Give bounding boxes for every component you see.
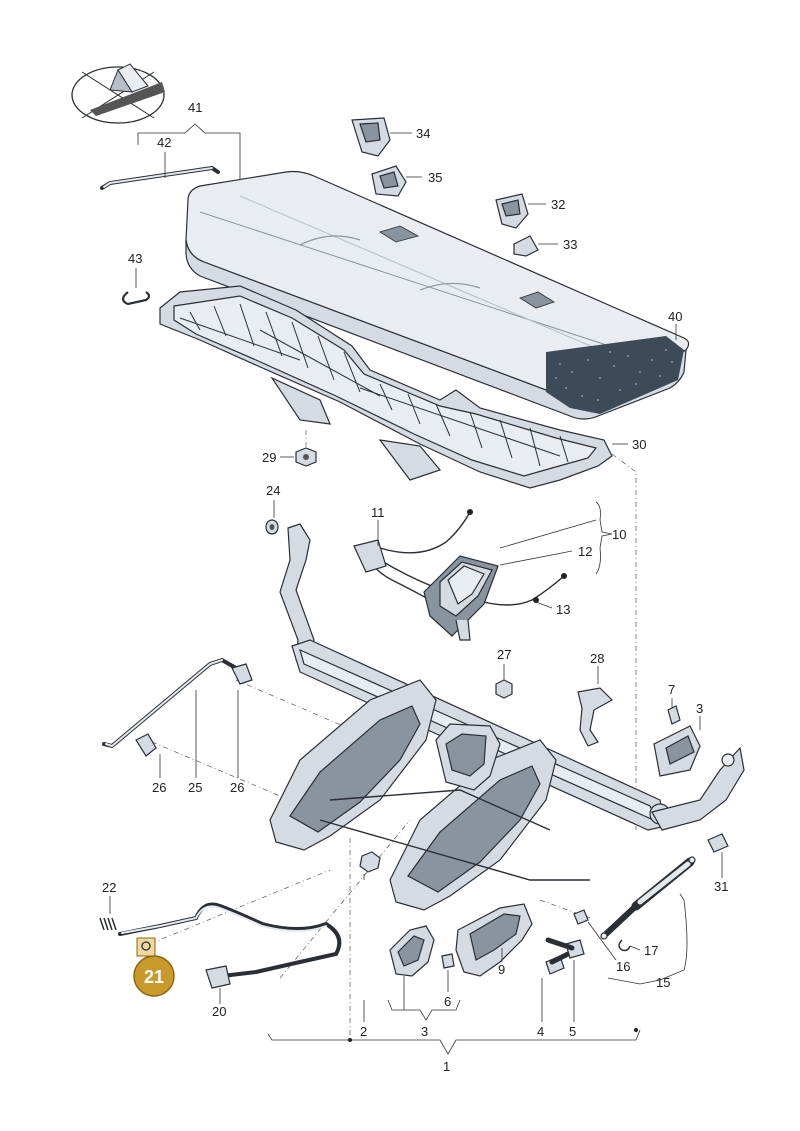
callout-6: 6 [444,994,451,1009]
part-nut-29 [280,430,317,467]
part-clip-35 [371,165,422,197]
part-gas-strut-15 [600,856,696,985]
callout-22: 22 [102,880,116,895]
leader-1-bracket [267,874,641,1055]
leader-13 [535,601,553,609]
callout-12: 12 [578,544,592,559]
callout-27: 27 [497,647,511,662]
part-latch-7-3 [653,698,701,777]
callout-16: 16 [616,959,630,974]
callout-28: 28 [590,651,604,666]
part-bracket-9 [455,903,533,977]
callout-11: 11 [371,505,385,520]
part-6 [441,953,455,992]
callout-20: 20 [212,1004,226,1019]
callout-1: 1 [443,1059,450,1074]
vehicle-orientation-icon [71,63,165,124]
callout-41: 41 [188,100,202,115]
part-harness-10 [353,509,567,641]
callout-10: 10 [612,527,626,542]
callout-3-lower: 3 [421,1024,428,1039]
part-bolt-4 [541,949,575,1022]
callout-33: 33 [563,237,577,252]
part-16 [573,909,617,961]
callout-13: 13 [556,602,570,617]
part-clip-43 [121,268,151,306]
part-clip-34 [351,117,412,157]
part-bolt-31 [707,833,729,878]
part-spring-22 [99,896,117,931]
callout-43: 43 [128,251,142,266]
callout-26-left: 26 [152,780,166,795]
part-clip-26-left [135,733,161,778]
part-seat-frame-30 [159,285,628,489]
callout-24: 24 [266,483,280,498]
callout-29: 29 [262,450,276,465]
callout-9: 9 [498,962,505,977]
callout-2: 2 [360,1024,367,1039]
callout-32: 32 [551,197,565,212]
callout-40: 40 [668,309,682,324]
callout-7: 7 [668,682,675,697]
part-21-highlight [133,937,175,997]
part-bracket-3-lower [389,925,435,1010]
callout-15: 15 [656,975,670,990]
callout-31: 31 [714,879,728,894]
part-washer-24 [265,500,279,535]
callout-17: 17 [644,943,658,958]
leader-3-bottom-bracket [387,999,461,1021]
part-nut-2 [359,851,381,873]
part-seat-adjuster-frame [269,523,745,911]
part-bracket-28 [577,666,613,747]
part-bolt-5 [545,937,585,1022]
part-rod-25 [102,657,238,778]
part-17 [618,939,641,952]
callout-25: 25 [188,780,202,795]
callout-3-upper: 3 [696,701,703,716]
callout-42: 42 [157,135,171,150]
callout-4: 4 [537,1024,544,1039]
callout-labels: 41 42 34 35 32 33 43 40 30 29 24 11 10 1… [102,100,728,1074]
part-nut-27 [495,664,513,699]
leader-10 [499,501,613,575]
part-seat-cushion-40 [185,170,690,420]
callout-35: 35 [428,170,442,185]
part-clip-32 [495,193,546,229]
part-rod-42 [100,152,220,190]
part-clip-33 [513,235,558,257]
part-clip-26-right [231,663,253,778]
part-rod-20 [118,902,342,1004]
callout-34: 34 [416,126,430,141]
callout-30: 30 [632,437,646,452]
callout-5: 5 [569,1024,576,1039]
callout-26-right: 26 [230,780,244,795]
callout-21-highlighted[interactable]: 21 [144,967,164,987]
